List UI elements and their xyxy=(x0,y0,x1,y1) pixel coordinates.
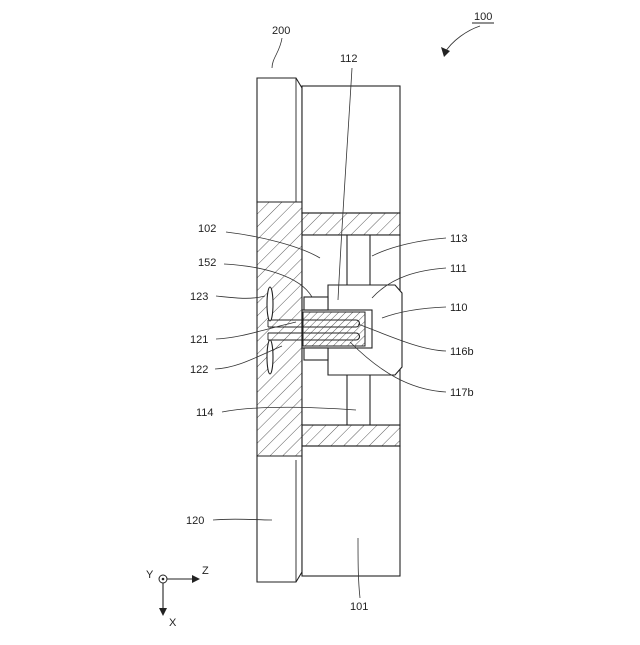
label-102: 102 xyxy=(198,223,216,235)
label-111: 111 xyxy=(450,263,467,275)
label-117b: 117b xyxy=(450,387,474,399)
x-arrow-icon xyxy=(159,608,167,616)
label-152: 152 xyxy=(198,257,216,269)
coordinate-axes: Y Z X xyxy=(146,565,209,629)
arrowhead-100 xyxy=(441,47,450,57)
label-110: 110 xyxy=(450,302,468,314)
label-120: 120 xyxy=(186,515,204,527)
label-122: 122 xyxy=(190,364,208,376)
label-116b: 116b xyxy=(450,346,474,358)
label-101: 101 xyxy=(350,601,368,613)
label-114: 114 xyxy=(196,407,214,419)
label-123: 123 xyxy=(190,291,208,303)
z-arrow-icon xyxy=(192,575,200,583)
axis-y-label: Y xyxy=(146,569,154,581)
label-113: 113 xyxy=(450,233,468,245)
axis-x-label: X xyxy=(169,617,177,629)
label-100: 100 xyxy=(474,11,492,23)
axis-z-label: Z xyxy=(202,565,209,577)
label-112: 112 xyxy=(340,53,358,65)
label-200: 200 xyxy=(272,25,290,37)
label-121: 121 xyxy=(190,334,208,346)
